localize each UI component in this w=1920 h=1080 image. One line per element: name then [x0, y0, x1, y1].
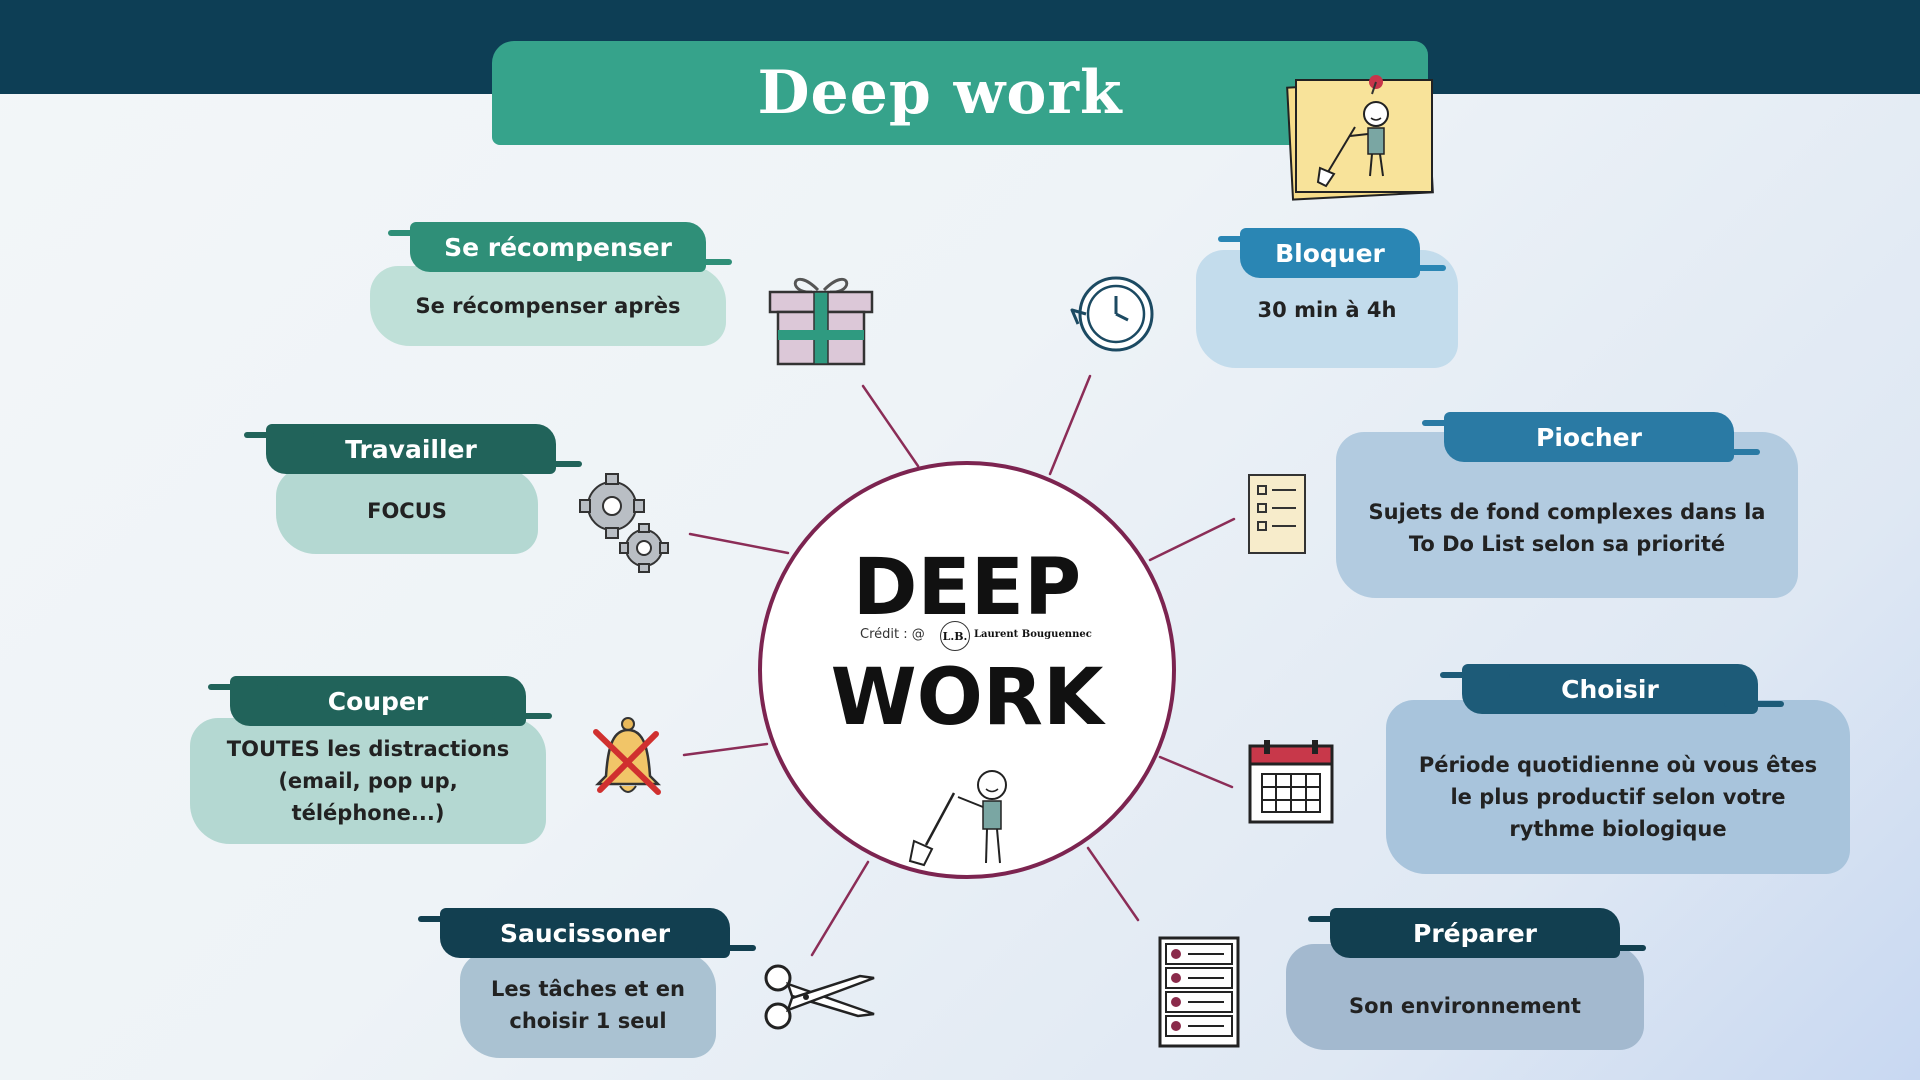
card-title: Travailler — [244, 424, 582, 474]
center-word-work: WORK — [830, 653, 1104, 743]
card-body: TOUTES les distractions (email, pop up, … — [190, 718, 546, 844]
deep-work-circle: DEEP Crédit : @ L.B. Laurent Bouguennec … — [758, 461, 1176, 879]
card-body: Les tâches et en choisir 1 seul — [460, 952, 716, 1058]
server-rack-icon — [1158, 936, 1240, 1048]
card-title: Saucissoner — [418, 908, 756, 958]
checklist-icon — [1248, 474, 1306, 554]
gift-icon — [768, 277, 874, 366]
card-travailler: FOCUS Travailler — [244, 424, 582, 554]
card-body: 30 min à 4h — [1196, 250, 1458, 368]
card-couper: TOUTES les distractions (email, pop up, … — [190, 676, 552, 844]
card-body: Se récompenser après — [370, 266, 726, 346]
card-title: Se récompenser — [388, 222, 732, 272]
page-title: Deep work — [757, 58, 1123, 128]
card-body: FOCUS — [276, 468, 538, 554]
card-saucissoner: Les tâches et en choisir 1 seul Saucisso… — [418, 908, 756, 1058]
card-title: Choisir — [1440, 664, 1784, 714]
card-choisir: Période quotidienne où vous êtes le plus… — [1386, 664, 1850, 874]
card-body: Son environnement — [1286, 944, 1644, 1050]
scissors-icon — [764, 964, 875, 1030]
stick-figure-shovel-icon — [908, 770, 1007, 867]
card-title: Piocher — [1422, 412, 1760, 462]
author-logo: L.B. — [940, 621, 970, 651]
card-title: Couper — [208, 676, 552, 726]
clock-icon — [1070, 276, 1154, 352]
card-title: Préparer — [1308, 908, 1646, 958]
muted-bell-icon — [593, 717, 662, 795]
calendar-icon — [1248, 740, 1334, 824]
card-recompenser: Se récompenser après Se récompenser — [370, 222, 732, 346]
card-bloquer: 30 min à 4h Bloquer — [1196, 228, 1458, 368]
card-body: Période quotidienne où vous êtes le plus… — [1386, 700, 1850, 874]
center-word-deep: DEEP — [852, 543, 1082, 633]
card-piocher: Sujets de fond complexes dans la To Do L… — [1336, 412, 1798, 598]
sticky-note-illustration — [1286, 75, 1434, 201]
credit-label: Crédit : @ — [860, 627, 925, 642]
author-name: Laurent Bouguennec — [974, 629, 1092, 640]
title-banner: Deep work — [492, 41, 1428, 145]
card-title: Bloquer — [1218, 228, 1446, 278]
card-preparer: Son environnement Préparer — [1286, 908, 1646, 1050]
gears-icon — [579, 473, 669, 573]
